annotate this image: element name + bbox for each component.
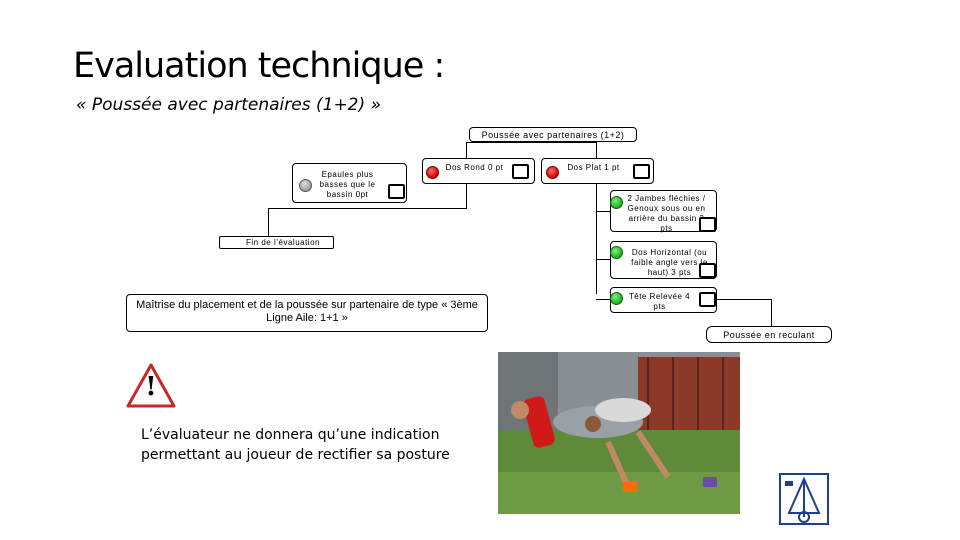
ffr-logo-icon bbox=[779, 473, 829, 525]
dos-rond-label: Dos Rond 0 pt bbox=[445, 163, 504, 172]
red-indicator bbox=[546, 166, 559, 179]
connector bbox=[717, 299, 771, 300]
connector bbox=[771, 299, 772, 327]
connector bbox=[596, 142, 597, 158]
connector bbox=[268, 208, 467, 209]
rugby-push-photo bbox=[498, 352, 740, 514]
connector bbox=[596, 259, 610, 260]
epaules-label: Epaules plus basses que le bassin 0pt bbox=[319, 170, 376, 199]
reculant-label: Poussée en reculant bbox=[723, 330, 815, 340]
root-node: Poussée avec partenaires (1+2) bbox=[469, 127, 637, 142]
connector bbox=[596, 211, 610, 212]
jambes-label: 2 Jambes fléchies / Genoux sous ou en ar… bbox=[627, 194, 706, 233]
warning-triangle-icon: ! bbox=[126, 362, 176, 408]
maitrise-label: Maîtrise du placement et de la poussée s… bbox=[136, 299, 478, 324]
checkbox-tete[interactable] bbox=[699, 292, 716, 307]
green-indicator bbox=[610, 246, 623, 259]
evaluator-note: L’évaluateur ne donnera qu’une indicatio… bbox=[141, 427, 450, 463]
reculant-node: Poussée en reculant bbox=[706, 326, 832, 343]
tete-node: Tête Relevée 4 pts bbox=[610, 287, 717, 313]
grey-indicator bbox=[299, 179, 312, 192]
dos-plat-label: Dos Plat 1 pt bbox=[567, 163, 620, 172]
checkbox-dos-plat[interactable] bbox=[633, 164, 650, 179]
page-subtitle: « Poussée avec partenaires (1+2) » bbox=[76, 95, 382, 115]
connector bbox=[268, 208, 269, 236]
warning-symbol: ! bbox=[145, 372, 157, 402]
red-indicator bbox=[426, 166, 439, 179]
root-label: Poussée avec partenaires (1+2) bbox=[481, 130, 625, 140]
connector bbox=[466, 142, 467, 158]
connector bbox=[596, 184, 597, 294]
green-indicator bbox=[610, 292, 623, 305]
connector bbox=[466, 184, 467, 208]
checkbox-dos-horizontal[interactable] bbox=[699, 263, 716, 278]
fin-label: Fin de l’évaluation bbox=[246, 238, 320, 247]
connector bbox=[466, 142, 596, 143]
green-indicator bbox=[610, 196, 623, 209]
page-title: Evaluation technique : bbox=[73, 46, 445, 86]
dos-horizontal-label: Dos Horizontal (ou faible angle vers le … bbox=[631, 248, 708, 277]
maitrise-box: Maîtrise du placement et de la poussée s… bbox=[126, 294, 488, 332]
checkbox-epaules[interactable] bbox=[388, 184, 405, 199]
connector bbox=[596, 299, 610, 300]
tete-label: Tête Relevée 4 pts bbox=[628, 292, 691, 311]
checkbox-jambes[interactable] bbox=[699, 217, 716, 232]
fin-node: Fin de l’évaluation bbox=[219, 236, 334, 249]
checkbox-dos-rond[interactable] bbox=[512, 164, 529, 179]
